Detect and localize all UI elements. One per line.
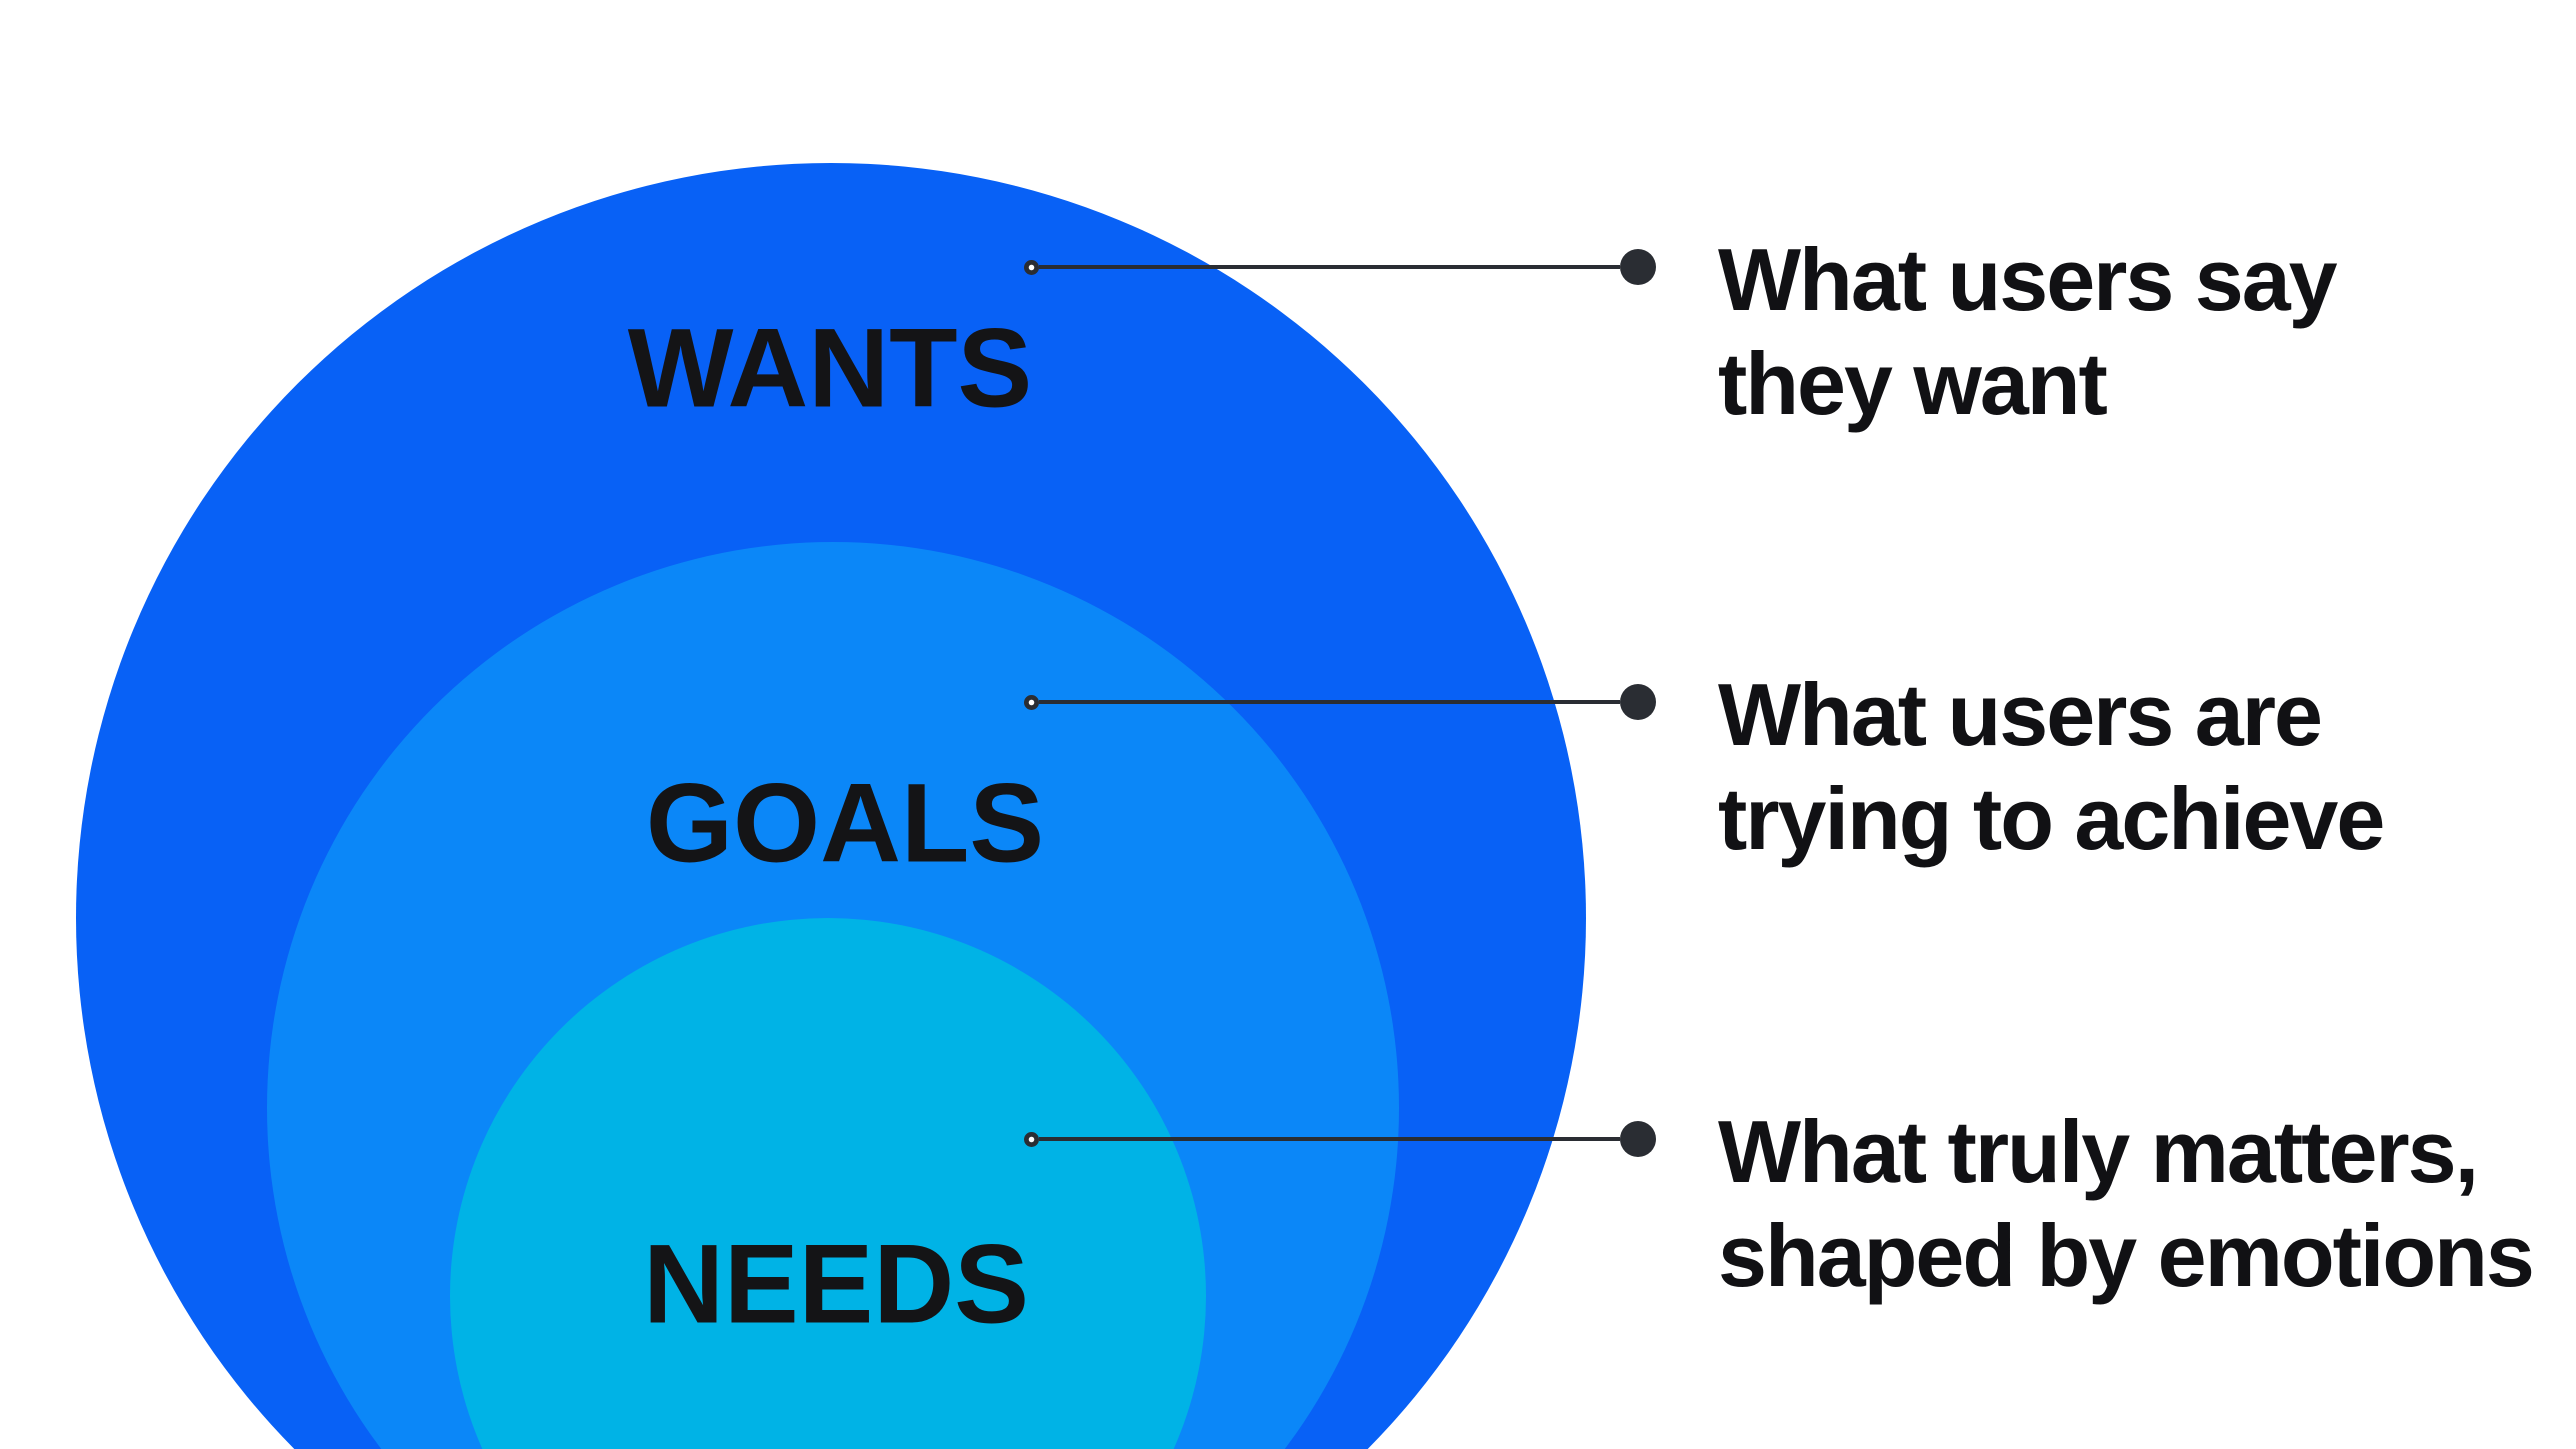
- connector-start-dot-icon: [1024, 694, 1039, 710]
- connector-start-dot-icon: [1024, 259, 1039, 275]
- needs-connector: [1024, 1121, 1656, 1157]
- goals-annotation: What users are trying to achieve: [1718, 663, 2385, 871]
- needs-annotation: What truly matters, shaped by emotions: [1718, 1100, 2535, 1308]
- connector-end-dot-icon: [1620, 1121, 1656, 1157]
- connector-end-dot-icon: [1620, 249, 1656, 285]
- annotation-line: shaped by emotions: [1718, 1206, 2535, 1305]
- connector-start-dot-icon: [1024, 1131, 1039, 1147]
- connector-end-dot-icon: [1620, 684, 1656, 720]
- wants-label: WANTS: [627, 305, 1033, 431]
- needs-label: NEEDS: [643, 1221, 1029, 1347]
- connector-line: [1039, 700, 1620, 704]
- goals-connector: [1024, 684, 1656, 720]
- annotation-line: What users say: [1718, 230, 2338, 329]
- wants-annotation: What users say they want: [1718, 228, 2338, 436]
- wants-connector: [1024, 249, 1656, 285]
- connector-line: [1039, 1137, 1620, 1141]
- connector-line: [1039, 265, 1620, 269]
- annotation-line: trying to achieve: [1718, 769, 2385, 868]
- annotation-line: they want: [1718, 334, 2108, 433]
- goals-label: GOALS: [645, 760, 1045, 886]
- annotation-line: What truly matters,: [1718, 1102, 2479, 1201]
- annotation-line: What users are: [1718, 665, 2323, 764]
